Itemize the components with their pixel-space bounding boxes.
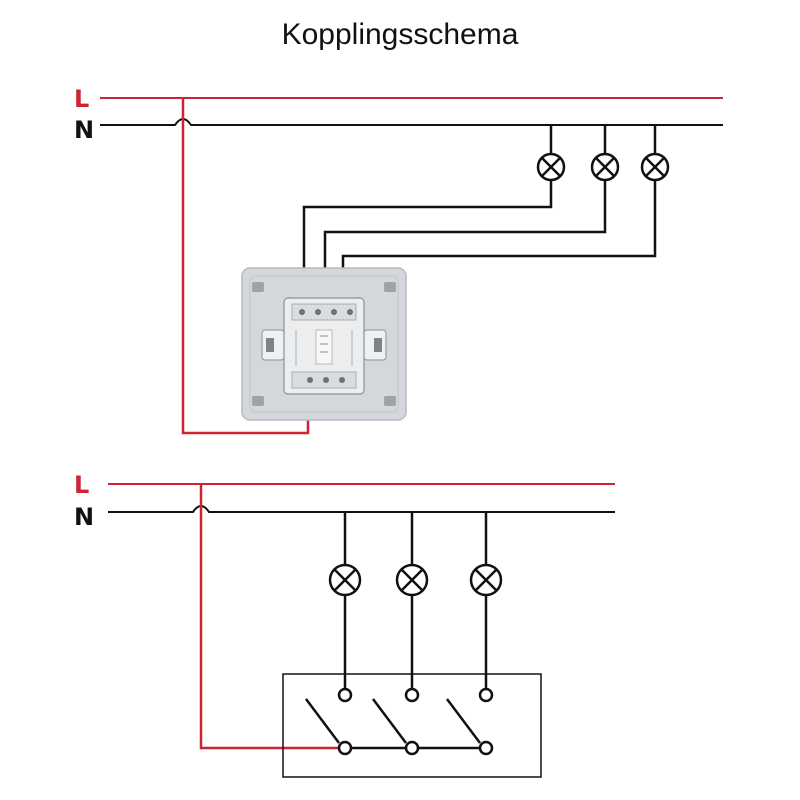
switch-device (241, 267, 407, 421)
bottom-circuit-1 (305, 512, 362, 756)
switch-enclosure (282, 673, 542, 778)
bottom-neutral-label: N (74, 503, 94, 531)
bottom-diagram: L N (74, 471, 615, 778)
top-lamp-1 (536, 152, 566, 182)
top-neutral-bus (100, 118, 723, 126)
bottom-live-label: L (74, 471, 89, 499)
top-diagram: L N (74, 85, 723, 435)
bottom-circuit-3 (446, 512, 503, 756)
bottom-neutral-bus (108, 505, 615, 513)
bottom-switch-2 (372, 698, 407, 744)
bottom-switch-1 (305, 698, 340, 744)
top-neutral-label: N (74, 116, 94, 144)
top-live-label: L (74, 85, 89, 113)
bottom-circuit-2 (372, 512, 429, 756)
top-lamp-wire-1 (302, 181, 553, 298)
top-lamp-3 (640, 152, 670, 182)
bottom-switch-3 (446, 698, 481, 744)
diagram-title: Kopplingsschema (281, 18, 519, 51)
top-lamp-2 (590, 152, 620, 182)
top-lamp-wire-2 (323, 181, 607, 298)
bottom-live-drop (199, 484, 338, 750)
